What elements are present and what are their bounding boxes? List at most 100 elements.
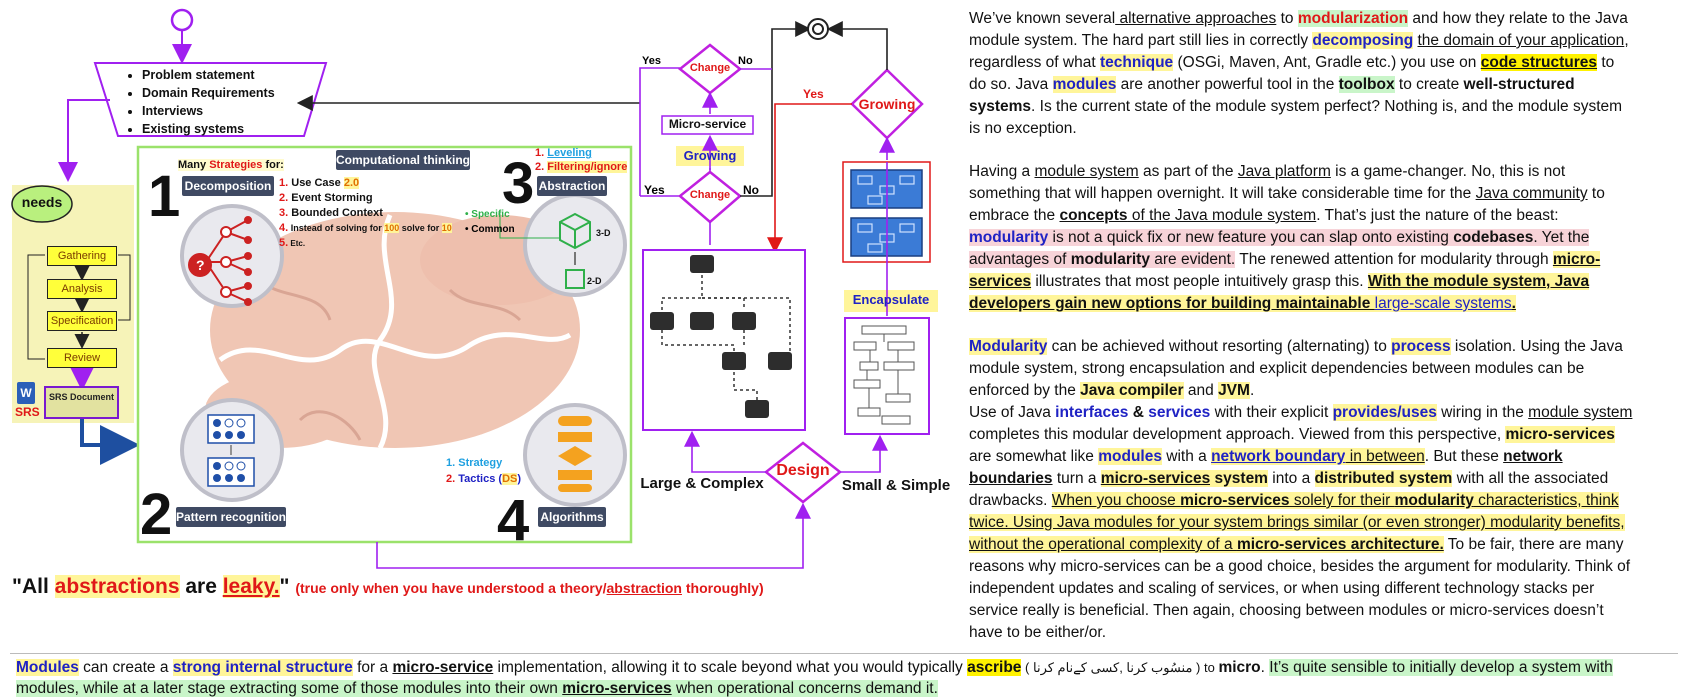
quadrant-number-3: 3 [502,151,535,216]
keyword: micro [1218,659,1261,676]
article-paragraph-3: Modularity can be achieved without resor… [969,336,1635,402]
text: alternative approaches [1115,10,1277,27]
keyword: micro-services [1100,470,1211,487]
item-extra: DS [502,473,518,485]
brain-illustration [205,212,580,450]
keyword: JVM [1218,382,1250,399]
text: the domain of your application [1417,32,1625,49]
growing-diamond-label: Growing [858,96,916,112]
article-paragraph-4: Use of Java interfaces & services with t… [969,402,1635,644]
text: to [1276,10,1298,27]
start-node [170,8,194,32]
design-diamond [763,441,843,504]
keyword: well-structured systems [969,76,1575,115]
text: to create [1394,76,1464,93]
input-list: Problem statement Domain Requirements In… [142,66,275,138]
decomposition-item: 1. Use Case 2.0 [279,176,452,191]
note-prefix: (true only when you have understood a th… [295,580,607,596]
footer-bar: Modules can create a strong internal str… [10,653,1678,699]
abstraction-item: 1. Leveling [535,146,627,160]
item-number: 2. [279,192,289,204]
simple-flow-icon [853,325,915,425]
item-number: 1. [279,177,289,189]
text: and [1183,382,1219,399]
input-parallelogram [93,62,328,137]
quadrant-number-4: 4 [497,488,530,553]
text: with their explicit [1210,404,1333,421]
text: . [1511,295,1516,312]
keyword: Modularity [969,338,1048,355]
text: implementation, allowing it to scale bey… [493,659,968,676]
step-analysis: Analysis [47,279,117,299]
text: of the Java module system [1127,207,1317,224]
component-cluster [650,255,792,418]
text: into a [1267,470,1315,487]
item-number: 1. [535,147,545,159]
algorithms-item: 1. Strategy [446,455,521,471]
cube-icon [498,212,591,289]
decomposition-item: 5. Etc. [279,236,452,251]
item-number: 2. [446,473,456,485]
keyword: concepts [1059,207,1128,224]
keyword: network boundaries [969,448,1563,487]
keyword: strong internal structure [172,659,353,676]
item-text: Use Case [291,177,344,189]
quote-note: (true only when you have understood a th… [295,580,763,596]
keyword: provides/uses [1332,404,1437,421]
flowchart-icon [558,416,592,492]
many-strategies-suffix: for: [262,159,284,171]
item-text: Strategy [458,457,503,469]
text: Java platform [1237,163,1331,180]
item-extra-2: 10 [441,223,452,233]
srs-document-box: SRS Document [44,386,119,419]
keyword: modules [1052,76,1117,93]
word-doc-icon: W [17,382,35,404]
text: illustrates that most people intuitively… [1031,273,1368,290]
item-text-2: solve for [399,223,442,233]
text: are evident. [1149,251,1236,268]
text: are another powerful tool in the [1116,76,1339,93]
text: . [1249,382,1255,399]
text: , regardless of what [969,32,1629,71]
item-extra: 100 [384,223,400,233]
decomposition-list: 1. Use Case 2.0 2. Event Storming 3. Bou… [279,176,452,251]
input-item: Domain Requirements [142,84,275,102]
text: . But these [1424,448,1504,465]
dimension-2d: 2-D [587,276,602,286]
text: for a [352,659,393,676]
text: when operational concerns demand it. [671,680,938,697]
item-text: Tactics ( [458,473,503,485]
pattern-icon [207,414,255,487]
keyword: micro-services architecture. [1236,536,1444,553]
item-text: Etc. [290,239,306,248]
item-number: 4. [279,222,289,234]
svg-text:?: ? [196,257,205,273]
yes-label-2: Yes [644,183,665,197]
text: with a [1161,448,1212,465]
article-paragraph-2: Having a module system as part of the Ja… [969,161,1635,315]
text: (OSGi, Maven, Ant, Gradle etc.) you use … [1173,54,1481,71]
text: solely for their [1289,492,1395,509]
no-label-1: No [738,55,753,67]
keyword: large-scale systems [1374,295,1512,312]
text: & [1128,404,1149,421]
input-item: Existing systems [142,120,275,138]
keyword: modules [1098,448,1162,465]
computational-thinking-label: Computational thinking [336,150,470,170]
text: to do so. Java [969,54,1615,93]
quote-open: "All [12,575,55,598]
text: We’ve known several [969,10,1116,27]
keyword: distributed system [1314,470,1453,487]
keyword: system [1210,470,1268,487]
text: completes this modular development appro… [969,426,1506,443]
keyword: toolbox [1338,76,1395,93]
note-link: abstraction [606,580,682,596]
decomposition-item: 4. Instead of solving for 100 solve for … [279,221,452,236]
decomposition-circle [180,204,284,308]
text: module system [1034,163,1139,180]
pattern-recognition-label: Pattern recognition [176,507,286,527]
item-number: 5. [279,237,289,249]
article-paragraph-1: We’ve known several alternative approach… [969,8,1635,140]
text: is a game-changer. No, this is not somet… [969,163,1566,202]
